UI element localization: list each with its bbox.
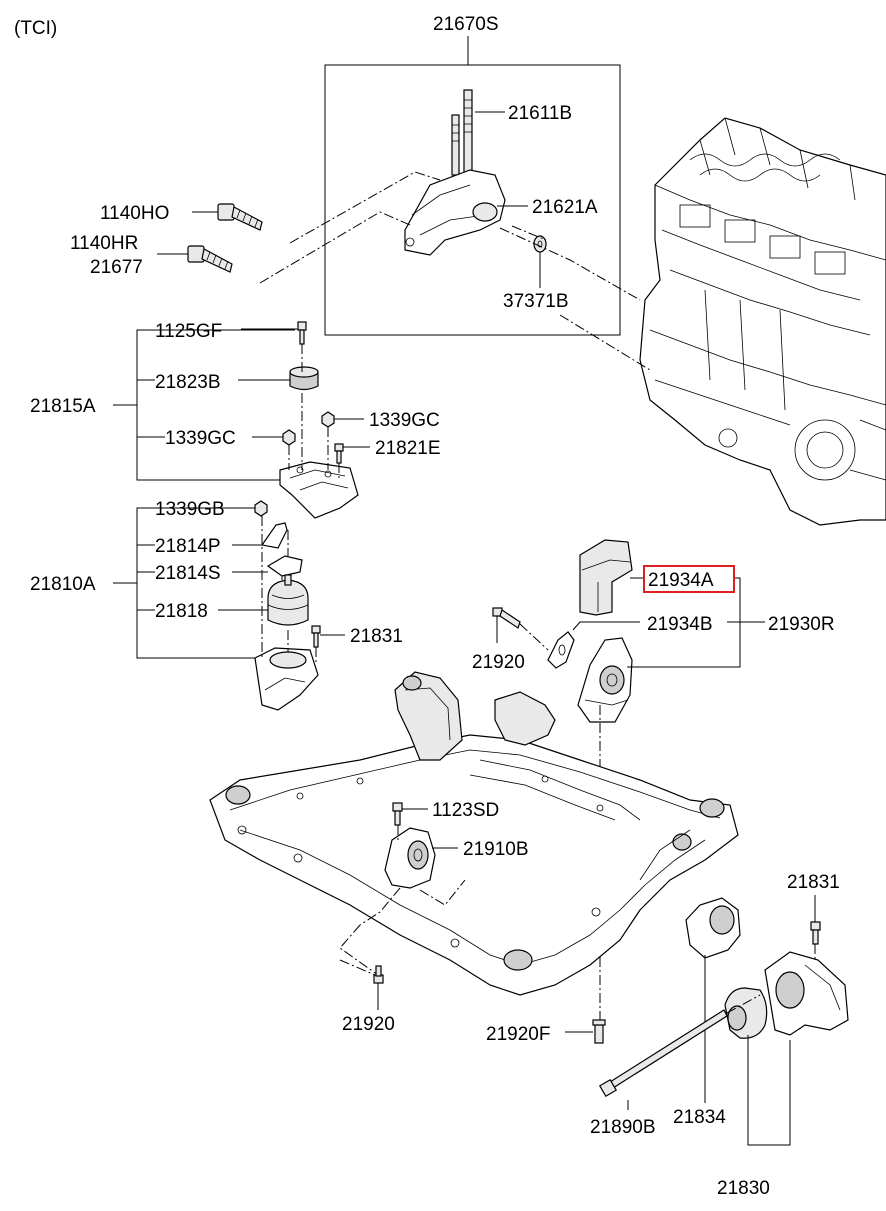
mount-group-21830 (598, 895, 849, 1146)
highlight-box-21934A (643, 565, 735, 593)
label-1123SD: 1123SD (432, 800, 499, 821)
plate-21814S (266, 555, 303, 577)
label-21831-lower: 21831 (787, 872, 840, 893)
label-21920F: 21920F (486, 1024, 550, 1045)
label-21934B: 21934B (647, 614, 713, 635)
variant-label: (TCI) (14, 18, 57, 39)
label-21890B: 21890B (590, 1117, 656, 1138)
label-21670S: 21670S (433, 14, 499, 35)
label-21611B: 21611B (508, 103, 572, 124)
label-21831-upper: 21831 (350, 626, 403, 647)
label-1339GB: 1339GB (155, 499, 225, 520)
leader-lines (137, 379, 165, 611)
label-37371B: 37371B (503, 291, 569, 312)
bolt-1140HO (192, 203, 263, 231)
mount-group-21810A (113, 500, 345, 711)
bolt-21920-lower (373, 965, 384, 1010)
stopper-21934A (579, 539, 633, 616)
subframe-illustration (209, 671, 739, 996)
insulator-21818 (267, 579, 309, 626)
mount-21910B (339, 802, 466, 976)
upper-bracket-group (259, 36, 651, 371)
group-box-21670S (324, 64, 621, 336)
label-21814S: 21814S (155, 563, 221, 584)
label-21815A: 21815A (30, 396, 96, 417)
stud-bolt-long (463, 89, 473, 181)
stopper-21814P (260, 522, 288, 549)
engine-bracket (404, 169, 506, 256)
label-21910B: 21910B (463, 839, 529, 860)
label-1339GC-right: 1339GC (369, 410, 440, 431)
engine-block-illustration (639, 117, 886, 526)
label-1125GF: 1125GF (155, 321, 222, 342)
label-1140HR: 1140HR (70, 233, 138, 254)
label-1140HO: 1140HO (100, 203, 169, 224)
label-21930R: 21930R (768, 614, 835, 635)
part-labels: (TCI) 21670S 21611B 21621A 1140HO 1140HR… (14, 14, 840, 1199)
label-21621A: 21621A (532, 197, 598, 218)
label-21810A: 21810A (30, 574, 96, 595)
label-21823B: 21823B (155, 372, 221, 393)
bracket-bushing (472, 202, 498, 222)
mount-group-21930R (492, 539, 765, 1020)
stud-bolt-short (451, 114, 460, 176)
bolt-21920F (565, 1019, 606, 1044)
label-21834: 21834 (673, 1107, 726, 1128)
label-1339GC-left: 1339GC (165, 428, 236, 449)
label-21920-lower: 21920 (342, 1014, 395, 1035)
label-21830: 21830 (717, 1178, 770, 1199)
label-21821E: 21821E (375, 438, 441, 459)
label-21934A: 21934A (648, 570, 714, 591)
label-21814P: 21814P (155, 536, 221, 557)
label-21818: 21818 (155, 601, 208, 622)
bolt-1140HR (157, 245, 233, 273)
label-21677: 21677 (90, 257, 143, 278)
label-21920-upper: 21920 (472, 652, 525, 673)
bolt-21890B (609, 1009, 728, 1089)
mount-bracket-group-21815A (113, 321, 370, 519)
washer-21934B (547, 631, 575, 669)
